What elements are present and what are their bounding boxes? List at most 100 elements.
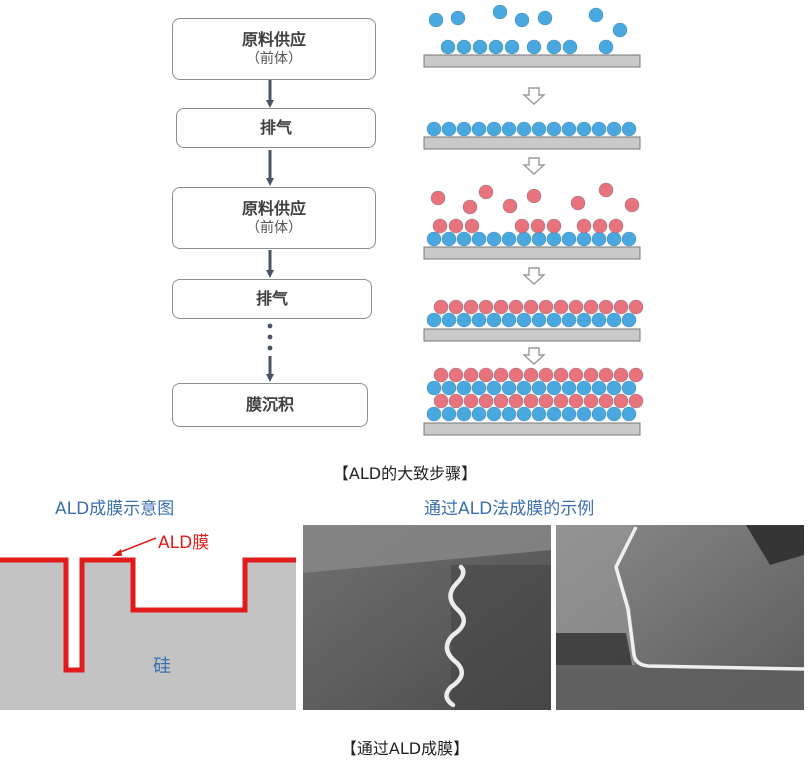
blue-monolayer-atom [501, 231, 517, 247]
substrate-base [423, 136, 641, 150]
pink-layer-atom [628, 367, 644, 383]
pink-layer-atom [613, 367, 629, 383]
blue-layer-atom [441, 380, 457, 396]
blue-adsorbed-atom [456, 39, 472, 55]
blue-precursor-atom [588, 7, 604, 23]
blue-layer-atom [441, 406, 457, 422]
schematic-title: ALD成膜示意图 [55, 499, 175, 519]
step-1-label: 原料供应 [241, 30, 306, 49]
blue-monolayer-atom [606, 312, 622, 328]
blue-monolayer-atom [546, 231, 562, 247]
pink-monolayer-atom [433, 299, 449, 315]
pink-layer-atom [523, 367, 539, 383]
blue-layer-atom [501, 406, 517, 422]
blue-layer-atom [486, 380, 502, 396]
blue-layer-atom [456, 380, 472, 396]
blue-precursor-atom [428, 12, 444, 28]
film-pointer-arrow [117, 537, 157, 554]
pink-precursor-atom [570, 195, 586, 211]
pink-monolayer-atom [613, 299, 629, 315]
blue-monolayer-atom [591, 312, 607, 328]
blue-monolayer-atom [456, 231, 472, 247]
blue-adsorbed-atom [504, 39, 520, 55]
blue-layer-atom [561, 380, 577, 396]
pink-monolayer-atom [493, 299, 509, 315]
blue-adsorbed-atom [472, 39, 488, 55]
blue-monolayer-atom [486, 231, 502, 247]
pink-layer-atom [493, 367, 509, 383]
pink-layer-atom [598, 393, 614, 409]
pink-layer-atom [463, 367, 479, 383]
pink-precursor-atom [430, 190, 446, 206]
pink-adsorbed-atom [608, 218, 624, 234]
blue-monolayer-atom [531, 121, 547, 137]
pink-monolayer-atom [583, 299, 599, 315]
ald-film-line [0, 557, 296, 673]
blue-monolayer-atom [576, 121, 592, 137]
blue-monolayer-atom [471, 312, 487, 328]
continuation-dot [267, 334, 273, 340]
step-3-precursor-supply: 原料供应 （前体） [172, 187, 376, 249]
pink-layer-atom [448, 367, 464, 383]
blue-adsorbed-atom [562, 39, 578, 55]
blue-layer-atom [576, 406, 592, 422]
blue-monolayer-atom [516, 312, 532, 328]
blue-precursor-atom [514, 12, 530, 28]
blue-monolayer-atom [591, 231, 607, 247]
substrate-base [423, 422, 641, 436]
blue-precursor-atom [537, 10, 553, 26]
blue-monolayer-atom [516, 121, 532, 137]
pink-layer-atom [568, 393, 584, 409]
pink-layer-atom [598, 367, 614, 383]
caption-ald-film: 【通过ALD成膜】 [340, 739, 470, 758]
blue-layer-atom [456, 406, 472, 422]
pink-monolayer-atom [538, 299, 554, 315]
blue-monolayer-atom [441, 312, 457, 328]
pink-monolayer-atom [598, 299, 614, 315]
step-1-precursor-supply: 原料供应 （前体） [172, 18, 376, 80]
film-pointer-arrowhead [112, 549, 122, 556]
blue-monolayer-atom [531, 231, 547, 247]
blue-monolayer-atom [531, 312, 547, 328]
silicon-label: 硅 [153, 656, 171, 677]
blue-adsorbed-atom [488, 39, 504, 55]
step-4-label: 排气 [255, 289, 288, 308]
blue-layer-atom [516, 406, 532, 422]
substrate-base [423, 328, 641, 342]
blue-precursor-atom [492, 4, 508, 20]
pink-precursor-atom [462, 199, 478, 215]
blue-monolayer-atom [456, 312, 472, 328]
stage-arrow-icon [522, 267, 546, 285]
blue-monolayer-atom [426, 312, 442, 328]
blue-monolayer-atom [441, 231, 457, 247]
blue-monolayer-atom [561, 312, 577, 328]
pink-layer-atom [553, 393, 569, 409]
pink-precursor-atom [478, 184, 494, 200]
pink-adsorbed-atom [448, 218, 464, 234]
pink-layer-atom [538, 393, 554, 409]
pink-adsorbed-atom [464, 218, 480, 234]
pink-layer-atom [568, 367, 584, 383]
blue-monolayer-atom [426, 231, 442, 247]
blue-monolayer-atom [546, 312, 562, 328]
blue-adsorbed-atom [440, 39, 456, 55]
pink-adsorbed-atom [546, 218, 562, 234]
pink-layer-atom [583, 393, 599, 409]
pink-monolayer-atom [523, 299, 539, 315]
blue-monolayer-atom [606, 121, 622, 137]
step-3-sublabel: （前体） [246, 220, 302, 236]
continuation-dot [267, 323, 273, 329]
blue-monolayer-atom [561, 121, 577, 137]
pink-monolayer-atom [463, 299, 479, 315]
blue-layer-atom [621, 380, 637, 396]
blue-layer-atom [606, 406, 622, 422]
blue-adsorbed-atom [546, 39, 562, 55]
blue-layer-atom [606, 380, 622, 396]
sem-photo-step-coverage [556, 525, 804, 710]
blue-monolayer-atom [471, 121, 487, 137]
sem-photo-scalloped-trench [303, 525, 551, 710]
blue-monolayer-atom [621, 312, 637, 328]
blue-layer-atom [531, 406, 547, 422]
blue-monolayer-atom [621, 121, 637, 137]
blue-layer-atom [501, 380, 517, 396]
